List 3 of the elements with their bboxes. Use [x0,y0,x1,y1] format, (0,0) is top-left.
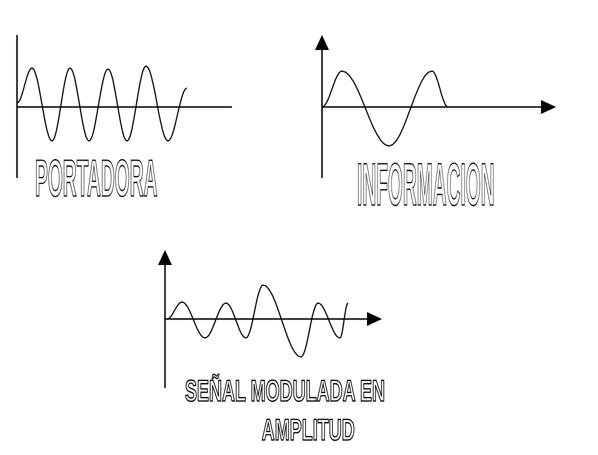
plot-label: SEÑAL MODULADA EN AMPLITUD [185,372,386,449]
plot-label: INFORMACION [357,153,495,217]
plot-label: PORTADORA [35,151,158,207]
